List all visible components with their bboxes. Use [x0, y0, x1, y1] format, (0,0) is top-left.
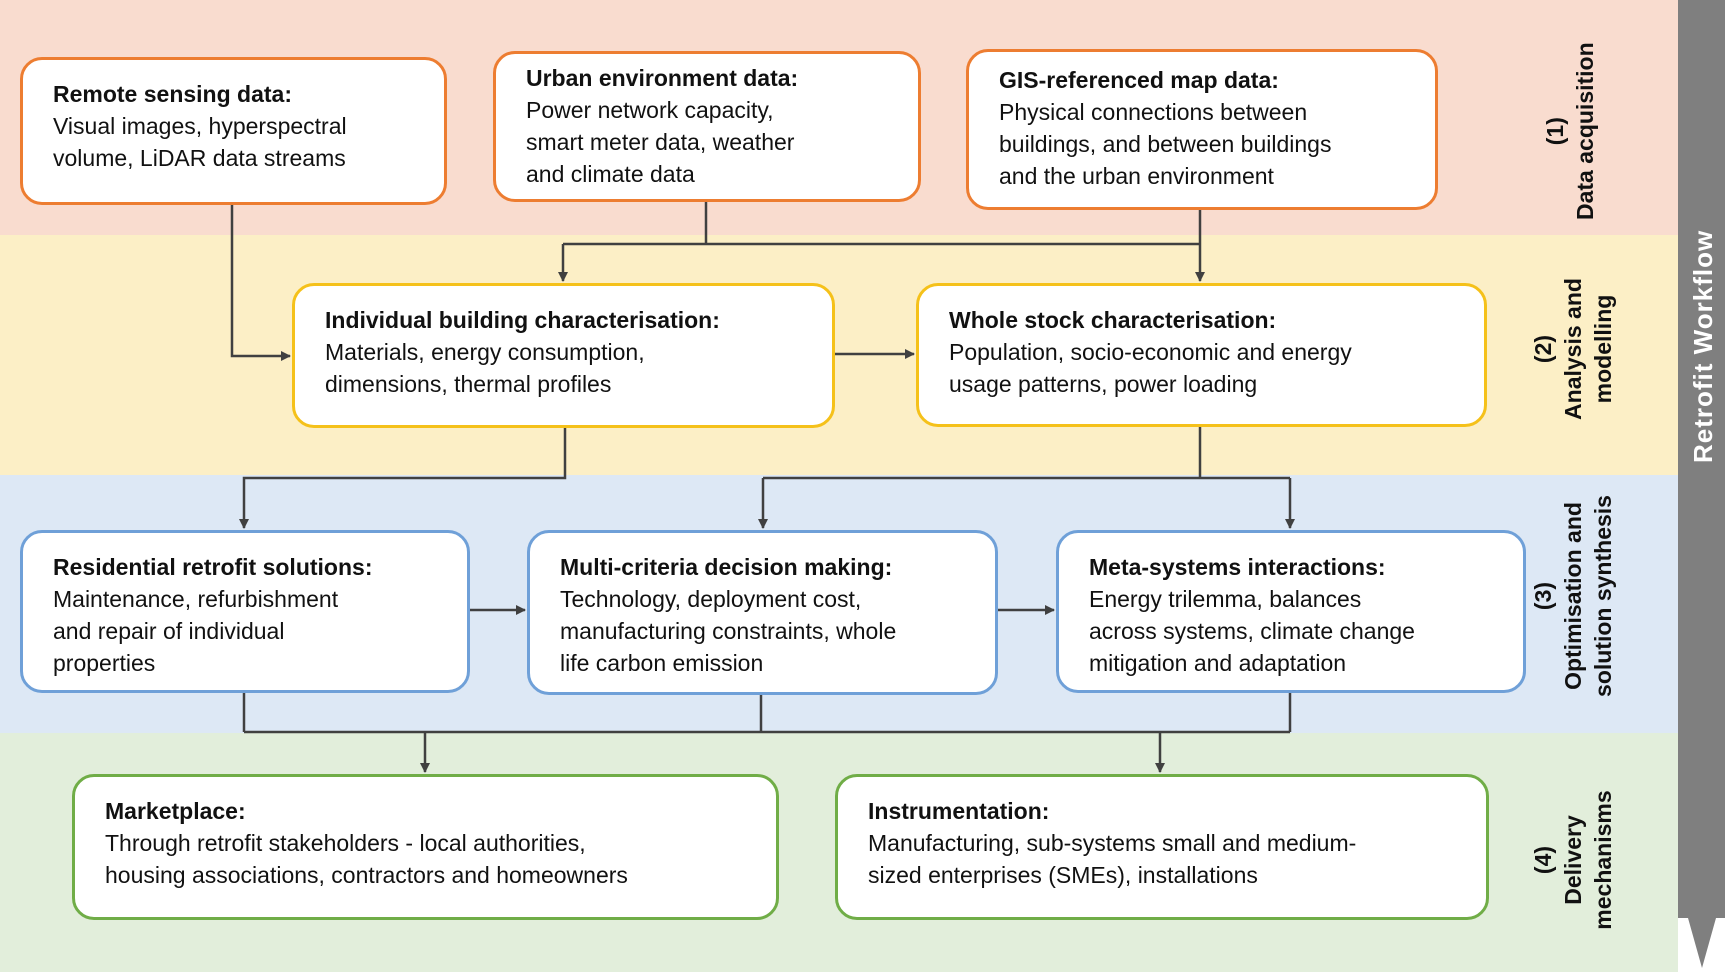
- instrumentation-title: Instrumentation:: [868, 798, 1050, 824]
- multi-criteria-body: Technology, deployment cost, manufacturi…: [560, 586, 897, 676]
- instrumentation-box: Instrumentation: Manufacturing, sub-syst…: [835, 774, 1489, 920]
- stage-number-1: (1): [1542, 117, 1568, 146]
- stage-text-2: Analysis and modelling: [1560, 278, 1616, 420]
- connector-remote-to-individual: [230, 205, 291, 361]
- gis-map-title: GIS-referenced map data:: [999, 67, 1279, 93]
- urban-environment-box: Urban environment data: Power network ca…: [493, 51, 921, 202]
- marketplace-box: Marketplace: Through retrofit stakeholde…: [72, 774, 779, 920]
- remote-sensing-title: Remote sensing data:: [53, 81, 292, 107]
- retrofit-workflow-arrow: [1678, 0, 1725, 968]
- residential-retrofit-box: Residential retrofit solutions: Maintena…: [20, 530, 470, 693]
- individual-building-title: Individual building characterisation:: [325, 307, 720, 333]
- marketplace-title: Marketplace:: [105, 798, 246, 824]
- gis-map-body: Physical connections between buildings, …: [999, 99, 1332, 189]
- stage-label-data-acquisition: (1) Data acquisition: [1540, 42, 1600, 220]
- whole-stock-title: Whole stock characterisation:: [949, 307, 1277, 333]
- stage-text-3: Optimisation and solution synthesis: [1560, 495, 1616, 697]
- remote-sensing-box: Remote sensing data: Visual images, hype…: [20, 57, 447, 205]
- multi-criteria-title: Multi-criteria decision making:: [560, 554, 893, 580]
- urban-environment-title: Urban environment data:: [526, 65, 799, 91]
- urban-environment-body: Power network capacity, smart meter data…: [526, 97, 795, 187]
- individual-building-body: Materials, energy consumption, dimension…: [325, 339, 645, 397]
- residential-retrofit-title: Residential retrofit solutions:: [53, 554, 373, 580]
- meta-systems-box: Meta-systems interactions: Energy trilem…: [1056, 530, 1526, 693]
- stage-number-3: (3): [1530, 581, 1556, 611]
- retrofit-workflow-label: Retrofit Workflow: [1688, 229, 1718, 463]
- residential-retrofit-body: Maintenance, refurbishment and repair of…: [53, 586, 339, 676]
- stage-text-1: Data acquisition: [1572, 42, 1598, 220]
- remote-sensing-body: Visual images, hyperspectral volume, LiD…: [53, 113, 347, 171]
- whole-stock-box: Whole stock characterisation: Population…: [916, 283, 1487, 427]
- meta-systems-title: Meta-systems interactions:: [1089, 554, 1386, 580]
- individual-building-box: Individual building characterisation: Ma…: [292, 283, 835, 428]
- stage-text-4: Delivery mechanisms: [1560, 790, 1616, 930]
- meta-systems-body: Energy trilemma, balances across systems…: [1089, 586, 1415, 676]
- instrumentation-body: Manufacturing, sub-systems small and med…: [868, 830, 1357, 888]
- multi-criteria-box: Multi-criteria decision making: Technolo…: [527, 530, 998, 695]
- whole-stock-body: Population, socio-economic and energy us…: [949, 339, 1352, 397]
- connector-individual-down: [239, 427, 567, 529]
- stage-number-2: (2): [1530, 334, 1556, 364]
- gis-map-box: GIS-referenced map data: Physical connec…: [966, 49, 1438, 210]
- stage-number-4: (4): [1530, 845, 1556, 875]
- stage-label-analysis-modelling: (2) Analysis and modelling: [1528, 264, 1618, 434]
- marketplace-body: Through retrofit stakeholders - local au…: [105, 830, 628, 888]
- stage-label-optimisation: (3) Optimisation and solution synthesis: [1528, 476, 1618, 716]
- stage-label-delivery: (4) Delivery mechanisms: [1528, 780, 1618, 940]
